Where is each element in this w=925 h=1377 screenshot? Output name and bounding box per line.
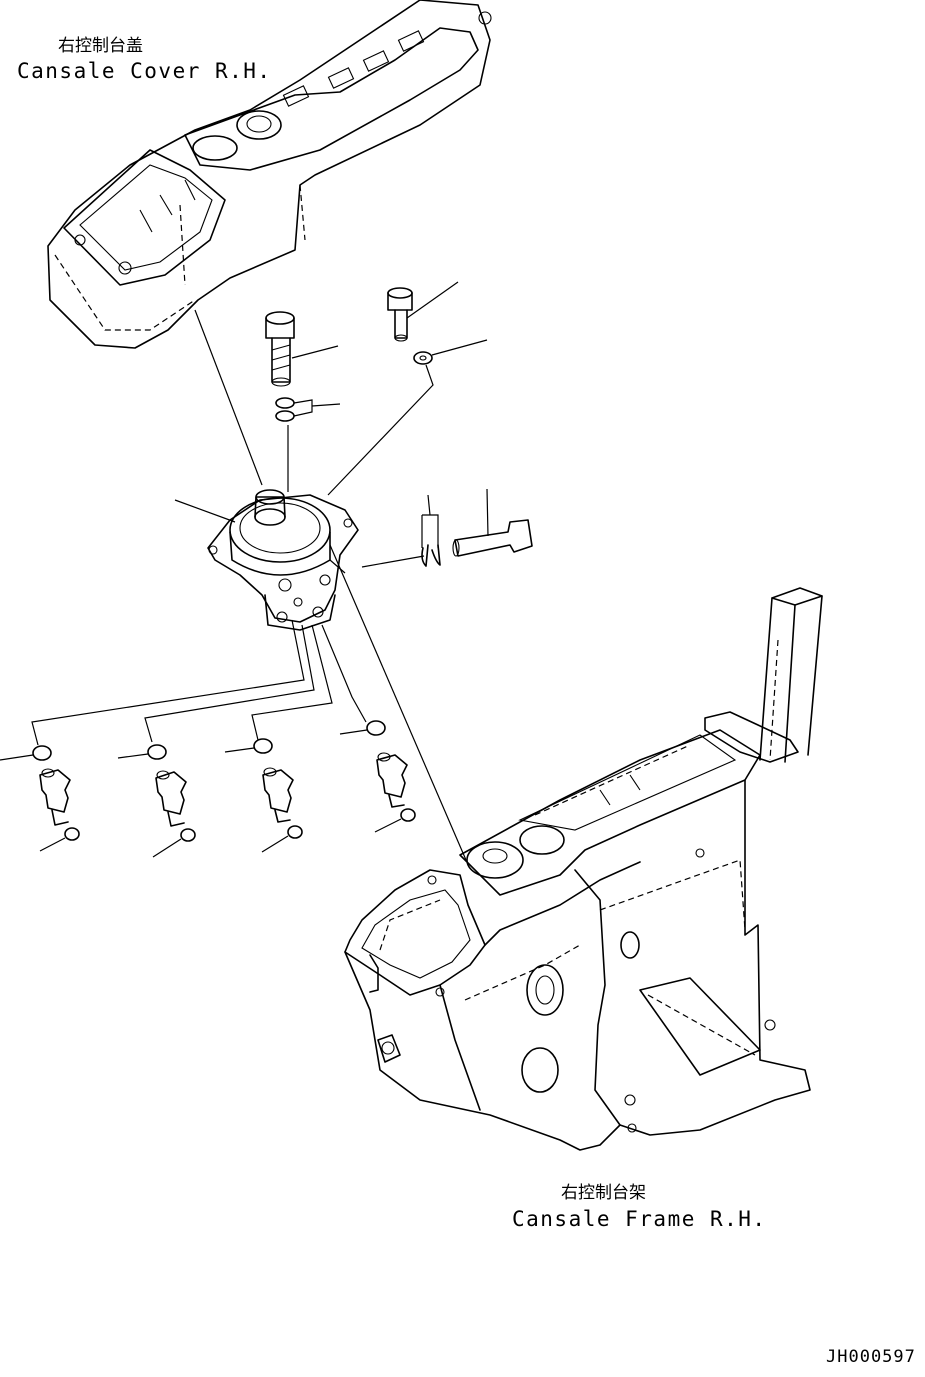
- console-frame: [344, 587, 823, 1151]
- bolt-left: [265, 311, 295, 387]
- fitting-group-4: [339, 720, 416, 833]
- pin: [452, 488, 533, 557]
- console-cover: [47, 0, 492, 349]
- fitting-group-1: [0, 745, 80, 852]
- frame-label-en: Cansale Frame R.H.: [512, 1207, 767, 1231]
- drawing-code: JH000597: [826, 1347, 916, 1367]
- cover-label-en: Cansale Cover R.H.: [17, 59, 272, 83]
- clip: [421, 494, 441, 567]
- cover-label-cn: 右控制台盖: [58, 36, 143, 56]
- bolt-right: [387, 287, 413, 342]
- fitting-group-2: [117, 744, 196, 858]
- fitting-group-3: [224, 738, 303, 853]
- pilot-valve: [207, 489, 359, 631]
- frame-label-cn: 右控制台架: [561, 1183, 646, 1203]
